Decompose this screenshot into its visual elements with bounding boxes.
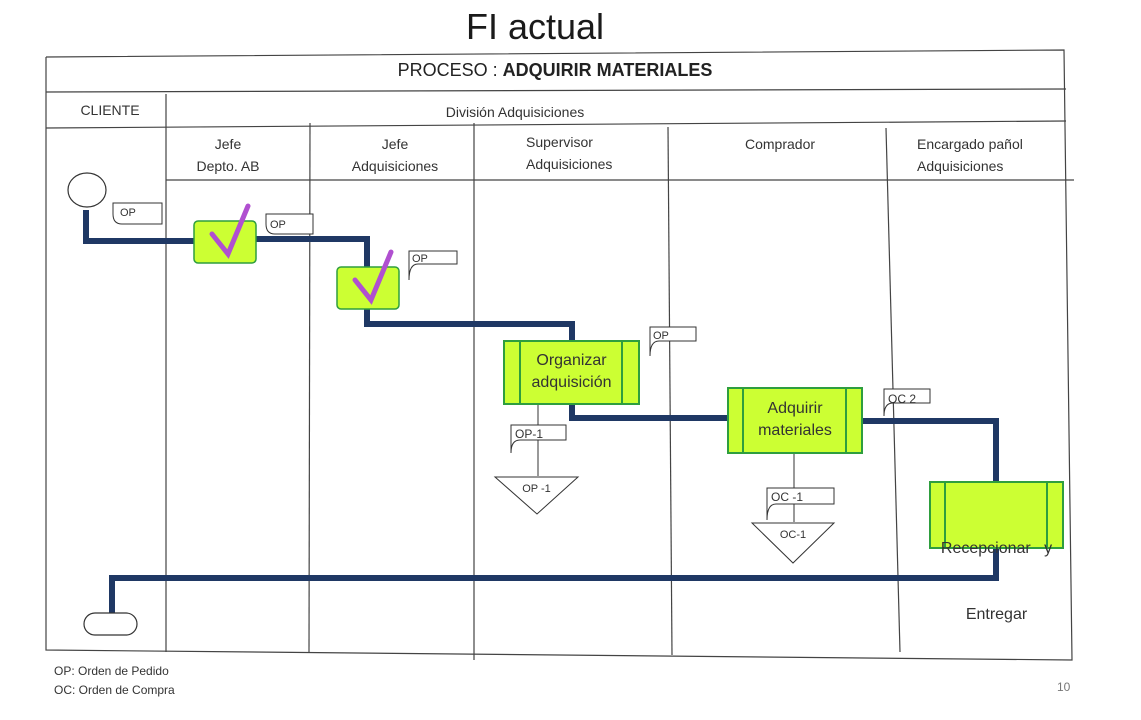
legend-oc: OC: Orden de Compra (54, 683, 175, 697)
check-icon (352, 249, 394, 305)
role-encargado: Encargado pañol Adquisiciones (917, 133, 1067, 177)
role-line: Depto. AB (196, 158, 260, 174)
page-number: 10 (1057, 680, 1071, 694)
role-jefe-adquisiciones: Jefe Adquisiciones (330, 133, 460, 177)
role-line: Jefe (381, 136, 409, 152)
process-line: Organizar (536, 352, 607, 369)
process-prefix: PROCESO : (397, 60, 503, 80)
doc-oc-minus1-label: OC -1 (771, 490, 804, 504)
role-line: Adquisiciones (526, 156, 613, 172)
archive-oc-label: OC-1 (779, 529, 807, 541)
role-line: Adquisiciones (351, 158, 439, 174)
division-label: División Adquisiciones (445, 104, 585, 120)
role-line: Comprador (744, 136, 816, 152)
process-recepcionar-label: Recepcionar y Entregar (930, 494, 1063, 648)
end-terminal (83, 612, 138, 636)
role-comprador: Comprador (720, 133, 840, 155)
process-name: ADQUIRIR MATERIALES (502, 60, 713, 80)
role-jefe-depto: Jefe Depto. AB (168, 133, 288, 177)
doc-op-label: OP (120, 207, 136, 219)
process-line: Entregar (965, 606, 1028, 623)
role-line: Adquisiciones (917, 158, 1004, 174)
page-title: FI actual (465, 6, 605, 47)
role-line: Supervisor (526, 134, 593, 150)
process-line: Recepcionar y (940, 540, 1053, 557)
approval-box-jefe-depto (193, 220, 257, 264)
legend-op: OP: Orden de Pedido (54, 664, 169, 678)
approval-box-jefe-adq (336, 266, 400, 310)
process-title: PROCESO : ADQUIRIR MATERIALES (46, 60, 1064, 81)
doc-op-label: OP (270, 219, 286, 231)
process-line: adquisición (531, 374, 612, 391)
archive-op-label: OP -1 (522, 483, 551, 495)
process-box-bars (519, 341, 1048, 548)
process-line: materiales (758, 422, 832, 439)
swimlane-frame (45, 49, 1074, 661)
process-line: Adquirir (767, 400, 823, 417)
doc-op-label: OP (653, 330, 669, 342)
flow-lines (83, 210, 999, 614)
doc-op-label: OP (412, 253, 428, 265)
archive-shapes (493, 476, 836, 564)
process-organizar-label: Organizar adquisición (504, 350, 639, 394)
doc-oc2-label: OC 2 (888, 392, 917, 406)
check-icon (209, 203, 251, 259)
start-terminal (67, 172, 107, 208)
process-boxes (503, 340, 1064, 549)
document-shapes (112, 202, 931, 521)
role-line: Encargado pañol (917, 136, 1023, 152)
role-supervisor: Supervisor Adquisiciones (526, 131, 666, 175)
process-adquirir-label: Adquirir materiales (728, 398, 862, 442)
doc-op-minus1-label: OP-1 (515, 427, 544, 441)
role-line: Jefe (214, 136, 242, 152)
cliente-label: CLIENTE (80, 102, 140, 118)
